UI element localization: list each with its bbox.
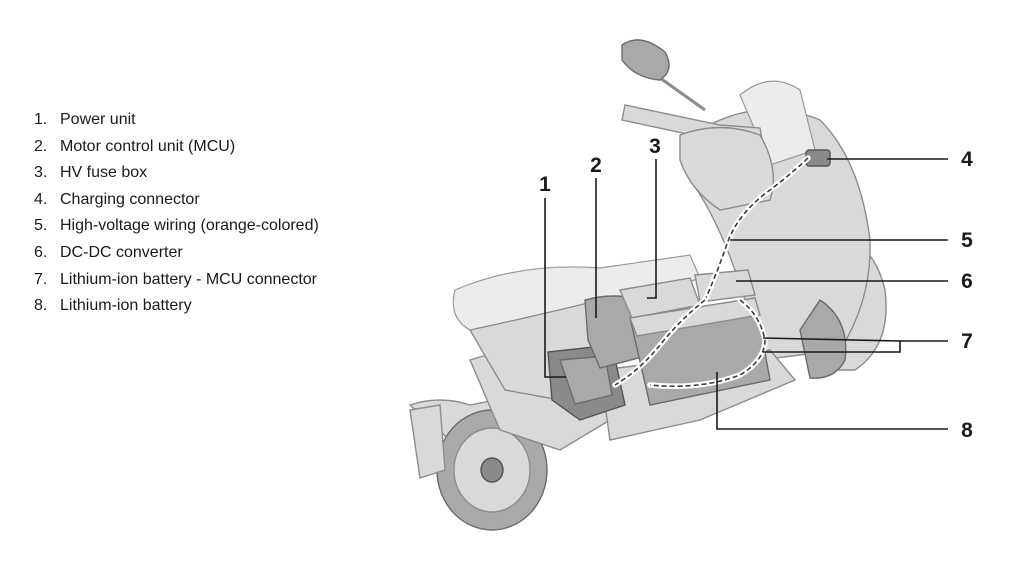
- callout-4: 4: [961, 148, 973, 171]
- legend-item-battery-mcu-connector: 7.Lithium-ion battery - MCU connector: [34, 270, 317, 288]
- legend-item-hv-fuse-box: 3.HV fuse box: [34, 164, 148, 182]
- rear-wheel-hub: [480, 457, 504, 483]
- legend-item-power-unit: 1.Power unit: [34, 111, 136, 128]
- legend-item-mcu: 2.Motor control unit (MCU): [34, 137, 236, 155]
- component-legend: 1.Power unit 2.Motor control unit (MCU) …: [34, 107, 319, 320]
- leader-7a: [763, 340, 948, 353]
- windscreen: [739, 80, 816, 166]
- plate-bracket: [409, 404, 446, 479]
- callout-2: 2: [590, 154, 602, 177]
- headset: [679, 126, 775, 211]
- mirror: [621, 39, 670, 81]
- callout-5: 5: [961, 229, 973, 252]
- leader-8: [716, 372, 948, 430]
- legend-item-hv-wiring: 5.High-voltage wiring (orange-colored): [34, 217, 319, 235]
- callout-numbers: 1 2 3 4 5 6 7 8: [539, 135, 973, 442]
- callout-6: 6: [961, 270, 973, 293]
- hv-wiring: [612, 155, 811, 389]
- power-unit-detail: [559, 355, 613, 405]
- leader-7b: [762, 337, 901, 342]
- leader-lines: [544, 158, 948, 430]
- callout-3: 3: [649, 135, 661, 158]
- legend-item-charging-connector: 4.Charging connector: [34, 190, 200, 208]
- callout-8: 8: [961, 419, 973, 442]
- battery-top: [629, 297, 761, 337]
- scooter-illustration: [408, 39, 887, 531]
- callout-7: 7: [961, 330, 973, 353]
- callout-1: 1: [539, 173, 551, 196]
- legend-item-dc-dc-converter: 6.DC-DC converter: [34, 243, 183, 261]
- leader-3: [647, 159, 657, 299]
- leader-1: [544, 198, 566, 378]
- legend-item-lithium-ion-battery: 8.Lithium-ion battery: [34, 297, 192, 315]
- mirror-stalk: [659, 76, 706, 112]
